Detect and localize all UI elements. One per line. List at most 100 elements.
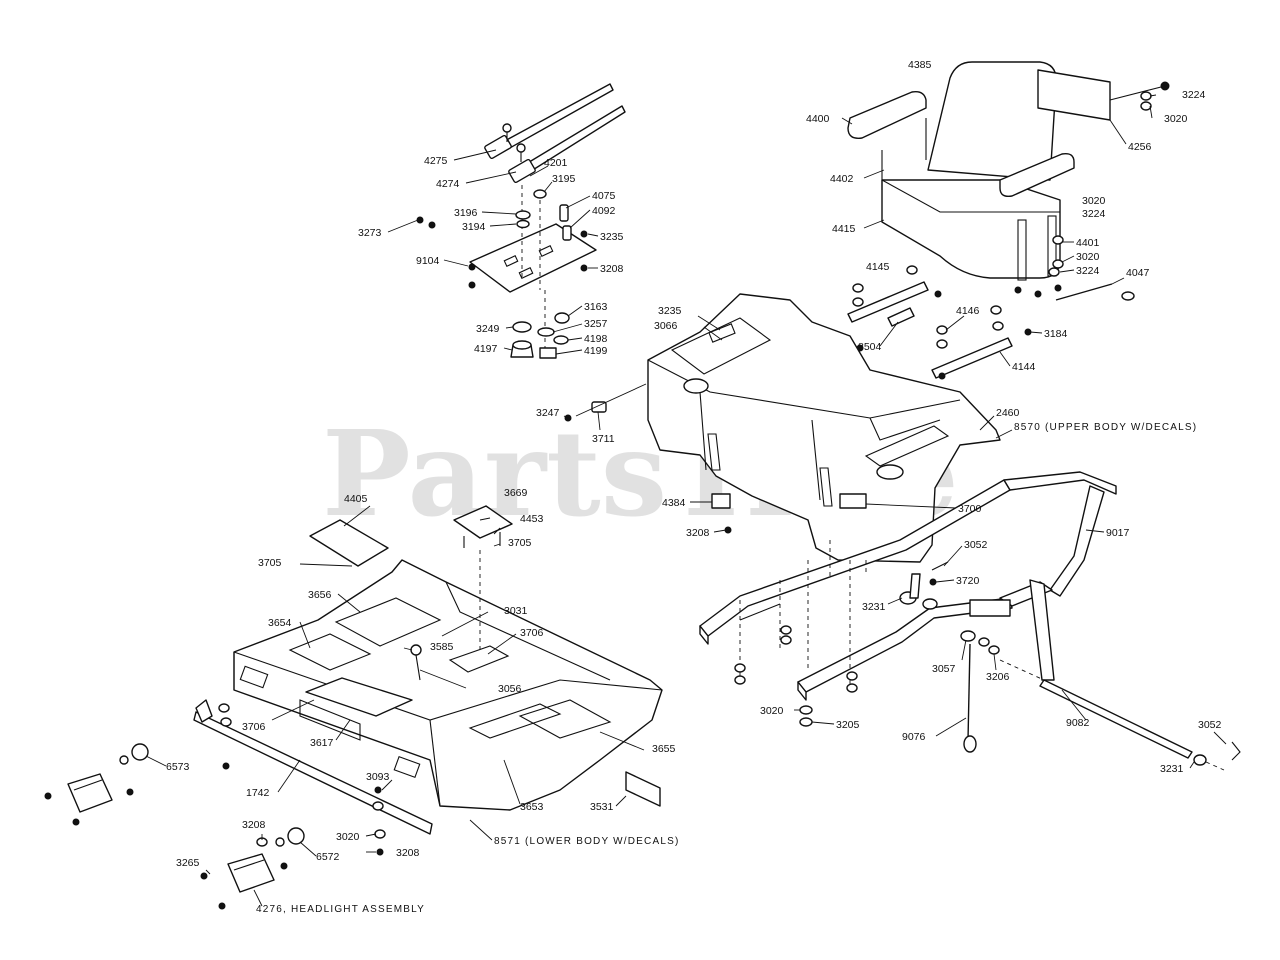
part-label: 3194 — [462, 221, 486, 233]
part-label: 3020 — [760, 705, 784, 717]
lever-block-4275 — [484, 134, 512, 160]
nut — [468, 281, 476, 289]
part-label: 4197 — [474, 343, 498, 355]
part-label: 8504 — [858, 341, 882, 353]
lever-knob — [502, 123, 512, 133]
seat-assembly — [847, 61, 1170, 301]
seat-mount-bracket — [1017, 219, 1027, 281]
part-label: 3224 — [1182, 89, 1206, 101]
armrest-4400 — [847, 90, 927, 139]
part-label: 4385 — [908, 59, 932, 71]
part-label: 4144 — [1012, 361, 1036, 373]
part-label: 3585 — [430, 641, 454, 653]
part-label: 4198 — [584, 333, 608, 345]
part-label: 3706 — [242, 721, 266, 733]
seat-rails — [847, 265, 1032, 380]
part-label: 3205 — [836, 719, 860, 731]
part-label: 4274 — [436, 178, 460, 190]
part-label: 3273 — [358, 227, 382, 239]
part-label: 4256 — [1128, 141, 1152, 153]
part-label: 9017 — [1106, 527, 1130, 539]
part-label: 3654 — [268, 617, 292, 629]
panel-3706-pedal — [448, 645, 510, 673]
part-label: 3020 — [1082, 195, 1106, 207]
part-label: 3231 — [862, 601, 886, 613]
bolt — [468, 263, 476, 271]
panel-3654 — [288, 633, 372, 671]
part-label: 3617 — [310, 737, 334, 749]
part-label: 4402 — [830, 173, 854, 185]
part-label: 3020 — [1164, 113, 1188, 125]
part-label: 6573 — [166, 761, 190, 773]
part-label: 3249 — [476, 323, 500, 335]
plate-4405 — [309, 519, 389, 567]
part-label: 3208 — [600, 263, 624, 275]
part-label: 4145 — [866, 261, 890, 273]
part-label: 3031 — [504, 605, 528, 617]
frame-bracket — [969, 599, 1011, 617]
part-label: 3163 — [584, 301, 608, 313]
seat-rail-4145 — [847, 281, 929, 323]
knob-3585 — [410, 644, 422, 656]
part-label: 3208 — [242, 819, 266, 831]
part-label: 3052 — [964, 539, 988, 551]
link-rod-9076 — [967, 643, 971, 741]
armrest-right — [999, 152, 1075, 198]
part-label: 4201 — [544, 157, 568, 169]
part-label: 4092 — [592, 205, 616, 217]
part-label: 3235 — [600, 231, 624, 243]
fuel-opening — [683, 378, 709, 394]
part-label: 3705 — [508, 537, 532, 549]
part-label: 3669 — [504, 487, 528, 499]
part-label: 3195 — [552, 173, 576, 185]
axle-rod-9082 — [1039, 679, 1193, 759]
bushing — [562, 225, 572, 241]
part-label: 9082 — [1066, 717, 1090, 729]
part-label: 4276, HEADLIGHT ASSEMBLY — [256, 904, 425, 915]
frame-9017 — [699, 471, 1117, 727]
seat-rail-4144 — [931, 337, 1013, 379]
part-label: 4400 — [806, 113, 830, 125]
part-label: 1742 — [246, 787, 270, 799]
part-label: 3705 — [258, 557, 282, 569]
part-label: 3653 — [520, 801, 544, 813]
decal-3531 — [625, 771, 661, 807]
part-label: 3706 — [520, 627, 544, 639]
washer — [515, 210, 531, 220]
mounting-plate-9104 — [469, 223, 597, 293]
part-label: 3700 — [958, 503, 982, 515]
part-label: 4146 — [956, 305, 980, 317]
washer-4198 — [553, 335, 569, 345]
rod-4047 — [1055, 283, 1113, 301]
part-label: 3020 — [1076, 251, 1100, 263]
part-label: 3093 — [366, 771, 390, 783]
panel-3656 — [334, 597, 442, 647]
bushing-3163 — [554, 312, 570, 324]
part-label: 3224 — [1076, 265, 1100, 277]
part-label: 2460 — [996, 407, 1020, 419]
part-label: 3247 — [536, 407, 560, 419]
part-label: 3184 — [1044, 328, 1068, 340]
part-label: 3711 — [592, 433, 615, 445]
part-label: 3066 — [654, 320, 678, 332]
bracket-4384 — [711, 493, 731, 509]
lever-knob — [516, 143, 526, 153]
clip-3711 — [591, 401, 607, 413]
part-label: 4384 — [662, 497, 686, 509]
lower-body-shell — [233, 559, 663, 811]
part-label: 3655 — [652, 743, 676, 755]
part-label: 3231 — [1160, 763, 1184, 775]
part-label: 3224 — [1082, 208, 1106, 220]
headlight-right-6572 — [200, 827, 305, 910]
decal-3700 — [839, 493, 867, 509]
headlight-left-6573 — [44, 699, 213, 826]
upper-body-shell — [647, 293, 1001, 563]
part-label: 3196 — [454, 207, 478, 219]
upper-body-8570 — [647, 293, 1001, 563]
part-label: 8571 (LOWER BODY W/DECALS) — [494, 836, 680, 847]
part-label: 4075 — [592, 190, 616, 202]
steering-control-assembly — [416, 83, 626, 359]
part-label: 4275 — [424, 155, 448, 167]
part-label: 6572 — [316, 851, 340, 863]
